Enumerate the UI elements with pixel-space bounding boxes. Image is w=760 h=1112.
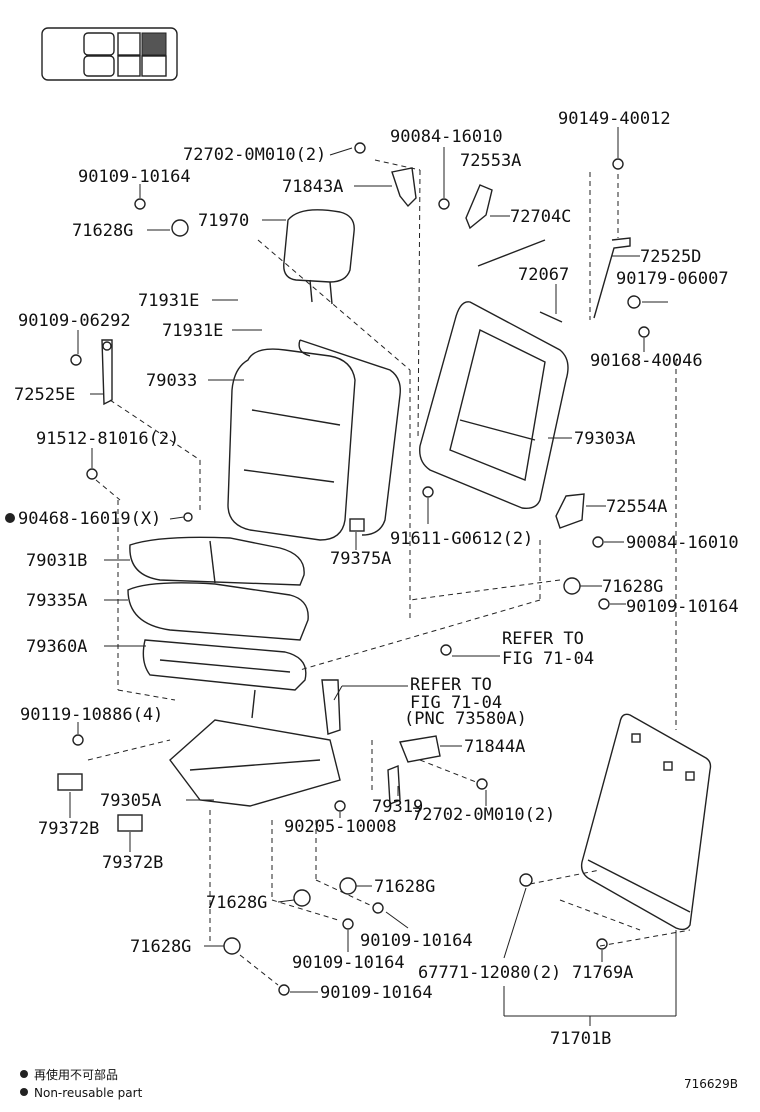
seat-cushion-frame-79360A — [142, 639, 307, 719]
label-72067: 72067 — [518, 265, 569, 285]
cable-72704C — [477, 239, 546, 267]
label-90109-06292: 90109-06292 — [18, 311, 131, 331]
label-72702-top: 72702-0M010(2) — [183, 145, 326, 165]
seat-cushion-79031B — [129, 536, 305, 586]
rod-72525D — [593, 237, 631, 319]
label-71970: 71970 — [198, 211, 249, 231]
seat-frame-79305A — [169, 719, 341, 807]
label-90084-mid: 90084-16010 — [626, 533, 739, 553]
label-90109-10164-bl2: 90109-10164 — [292, 953, 405, 973]
cap-79372B-a — [57, 773, 83, 791]
label-72554A: 72554A — [606, 497, 667, 517]
part-labels: 72702-0M010(2) 90084-16010 90149-40012 9… — [5, 109, 739, 1049]
bracket-79319 — [387, 764, 401, 806]
seat-cushion-pad-79335A — [127, 582, 309, 641]
belt-buckle-bracket — [321, 679, 341, 735]
refer1-line2: FIG 71-04 — [502, 649, 594, 669]
cover-72554A — [555, 493, 585, 529]
label-72553A: 72553A — [460, 151, 521, 171]
label-71628G-mid: 71628G — [602, 577, 663, 597]
label-90179: 90179-06007 — [616, 269, 729, 289]
fasteners — [70, 142, 650, 996]
legend: 再使用不可部品 Non-reusable part — [20, 1067, 143, 1100]
label-79372B-b: 79372B — [102, 853, 163, 873]
leader-lines — [69, 127, 677, 1026]
label-90468: 90468-16019(X) — [18, 509, 161, 529]
label-90205: 90205-10008 — [284, 817, 397, 837]
label-79375A: 79375A — [330, 549, 391, 569]
label-71931E-b: 71931E — [162, 321, 223, 341]
legend-line2: Non-reusable part — [34, 1086, 143, 1100]
label-90149: 90149-40012 — [558, 109, 671, 129]
refer2-line3: (PNC 73580A) — [404, 709, 527, 729]
cover-72553A — [465, 184, 493, 230]
label-90109-10164-mid: 90109-10164 — [626, 597, 739, 617]
rear-panel-71701B — [580, 713, 712, 931]
label-71628G-bl2: 71628G — [206, 893, 267, 913]
label-79033: 79033 — [146, 371, 197, 391]
label-90168: 90168-40046 — [590, 351, 703, 371]
non-reusable-marker — [5, 513, 15, 523]
seat-back-79033 — [227, 339, 401, 541]
seat-position-thumbnail — [41, 27, 178, 81]
refer1-line1: REFER TO — [502, 629, 584, 649]
label-71931E-a: 71931E — [138, 291, 199, 311]
seat-back-frame-79303A — [419, 301, 569, 510]
assembly-lines — [87, 159, 691, 986]
bracket-72525E — [101, 339, 113, 406]
label-71844A: 71844A — [464, 737, 525, 757]
label-79360A: 79360A — [26, 637, 87, 657]
label-79305A: 79305A — [100, 791, 161, 811]
label-67771: 67771-12080(2) — [418, 963, 561, 983]
cap-79372B-b — [117, 814, 143, 832]
label-79031B: 79031B — [26, 551, 87, 571]
refer2-line1: REFER TO — [410, 675, 492, 695]
headrest-71970 — [283, 209, 355, 305]
label-79335A: 79335A — [26, 591, 87, 611]
label-90109-10164-bl3: 90109-10164 — [320, 983, 433, 1003]
bracket-71843A — [391, 167, 417, 208]
label-71628G-bl1: 71628G — [374, 877, 435, 897]
label-79303A: 79303A — [574, 429, 635, 449]
refer2-line2: FIG 71-04 — [410, 693, 502, 713]
label-79372B-a: 79372B — [38, 819, 99, 839]
label-72704C: 72704C — [510, 207, 571, 227]
label-90109-10164-bl1: 90109-10164 — [360, 931, 473, 951]
legend-line1: 再使用不可部品 — [34, 1067, 118, 1082]
label-90109-10164-top: 90109-10164 — [78, 167, 191, 187]
label-90119: 90119-10886(4) — [20, 705, 163, 725]
label-72525E: 72525E — [14, 385, 75, 405]
cover-71844A — [399, 735, 441, 763]
label-91512: 91512-81016(2) — [36, 429, 179, 449]
label-71701B: 71701B — [550, 1029, 611, 1049]
label-71628G-top: 71628G — [72, 221, 133, 241]
label-91611: 91611-G0612(2) — [390, 529, 533, 549]
rod-72067 — [539, 311, 563, 323]
label-72702-bot: 72702-0M010(2) — [412, 805, 555, 825]
figure-number: 716629B — [684, 1077, 738, 1091]
label-72525D: 72525D — [640, 247, 701, 267]
label-71628G-bl3: 71628G — [130, 937, 191, 957]
label-79319: 79319 — [372, 797, 423, 817]
label-71843A: 71843A — [282, 177, 343, 197]
label-71769A: 71769A — [572, 963, 633, 983]
label-90084-top: 90084-16010 — [390, 127, 503, 147]
